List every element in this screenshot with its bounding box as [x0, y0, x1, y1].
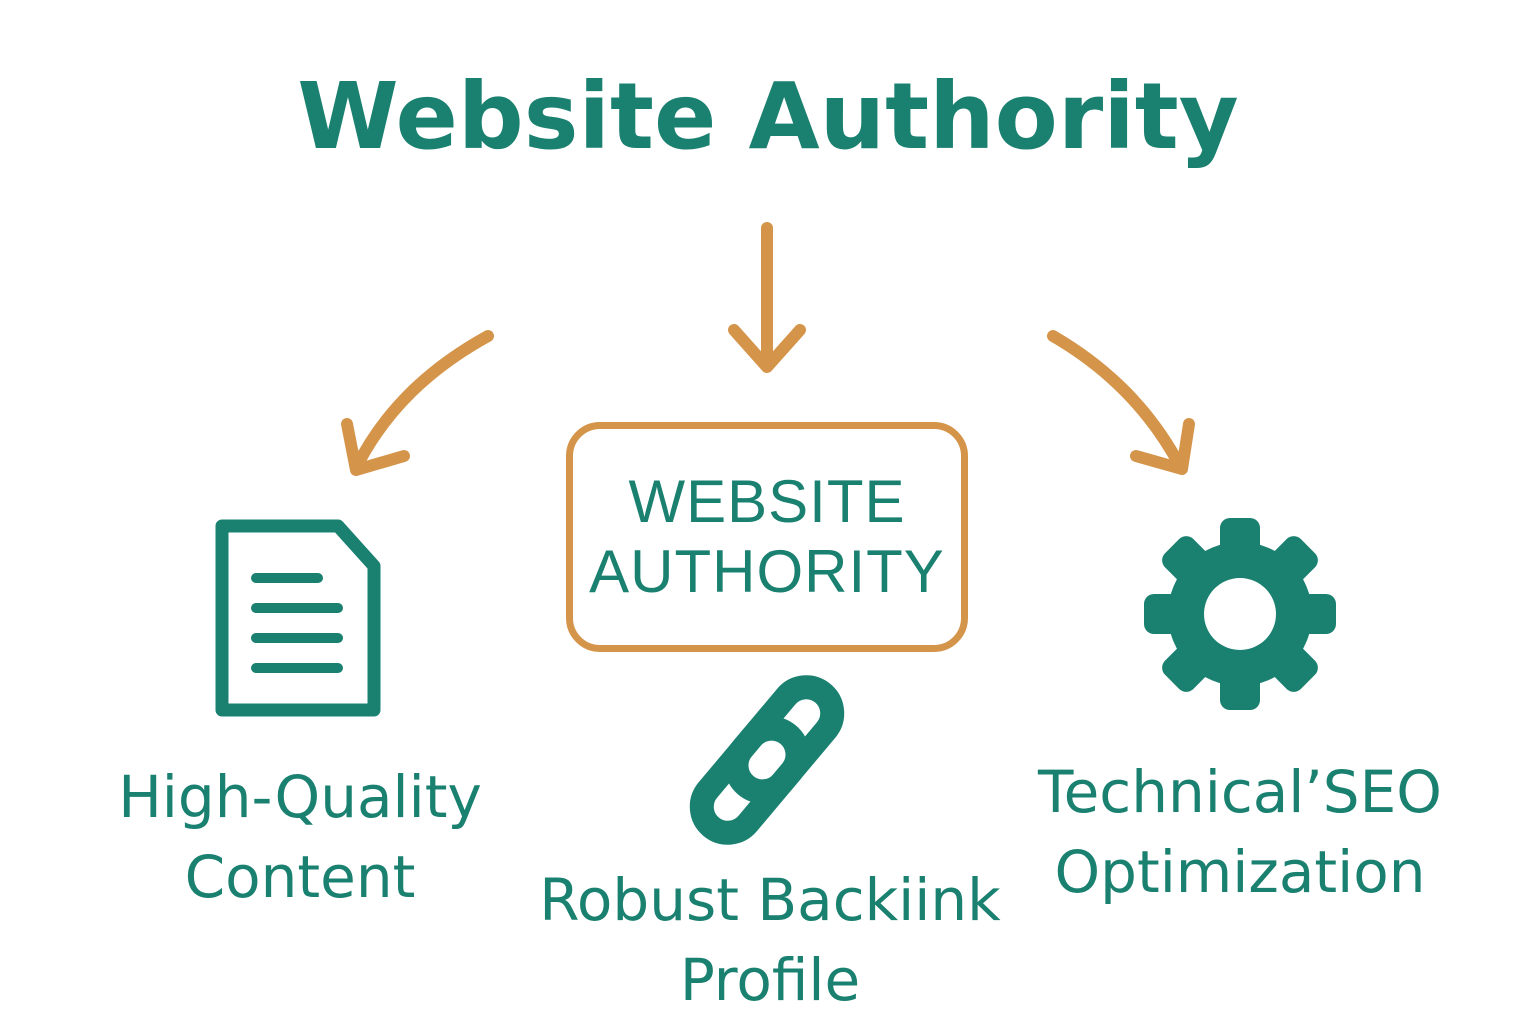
arrow-curved-left [341, 330, 494, 476]
pillar-label-backlinks: Robust Backiink Profile [500, 860, 1040, 1020]
link-icon [689, 675, 845, 845]
document-icon [215, 519, 381, 717]
center-box-line2: AUTHORITY [589, 538, 945, 605]
pillar-label-technical-seo: Technical’SEO Optimization [1010, 752, 1470, 912]
pillar-label-line2: Content [184, 843, 416, 911]
pillar-label-line1: High-Quality [118, 763, 482, 831]
pillar-label-line1: Technical’SEO [1038, 758, 1442, 826]
arrow-down-center [728, 222, 806, 373]
gear-icon [1144, 518, 1336, 710]
arrow-curved-right [1047, 330, 1195, 475]
pillar-label-line2: Profile [679, 946, 861, 1014]
center-authority-box: WEBSITE AUTHORITY [566, 422, 968, 652]
pillar-label-line1: Robust Backiink [539, 866, 1001, 934]
center-box-line1: WEBSITE [628, 468, 906, 535]
pillar-label-line2: Optimization [1054, 838, 1426, 906]
pillar-label-content: High-Quality Content [80, 757, 520, 917]
page-title: Website Authority [297, 63, 1239, 170]
